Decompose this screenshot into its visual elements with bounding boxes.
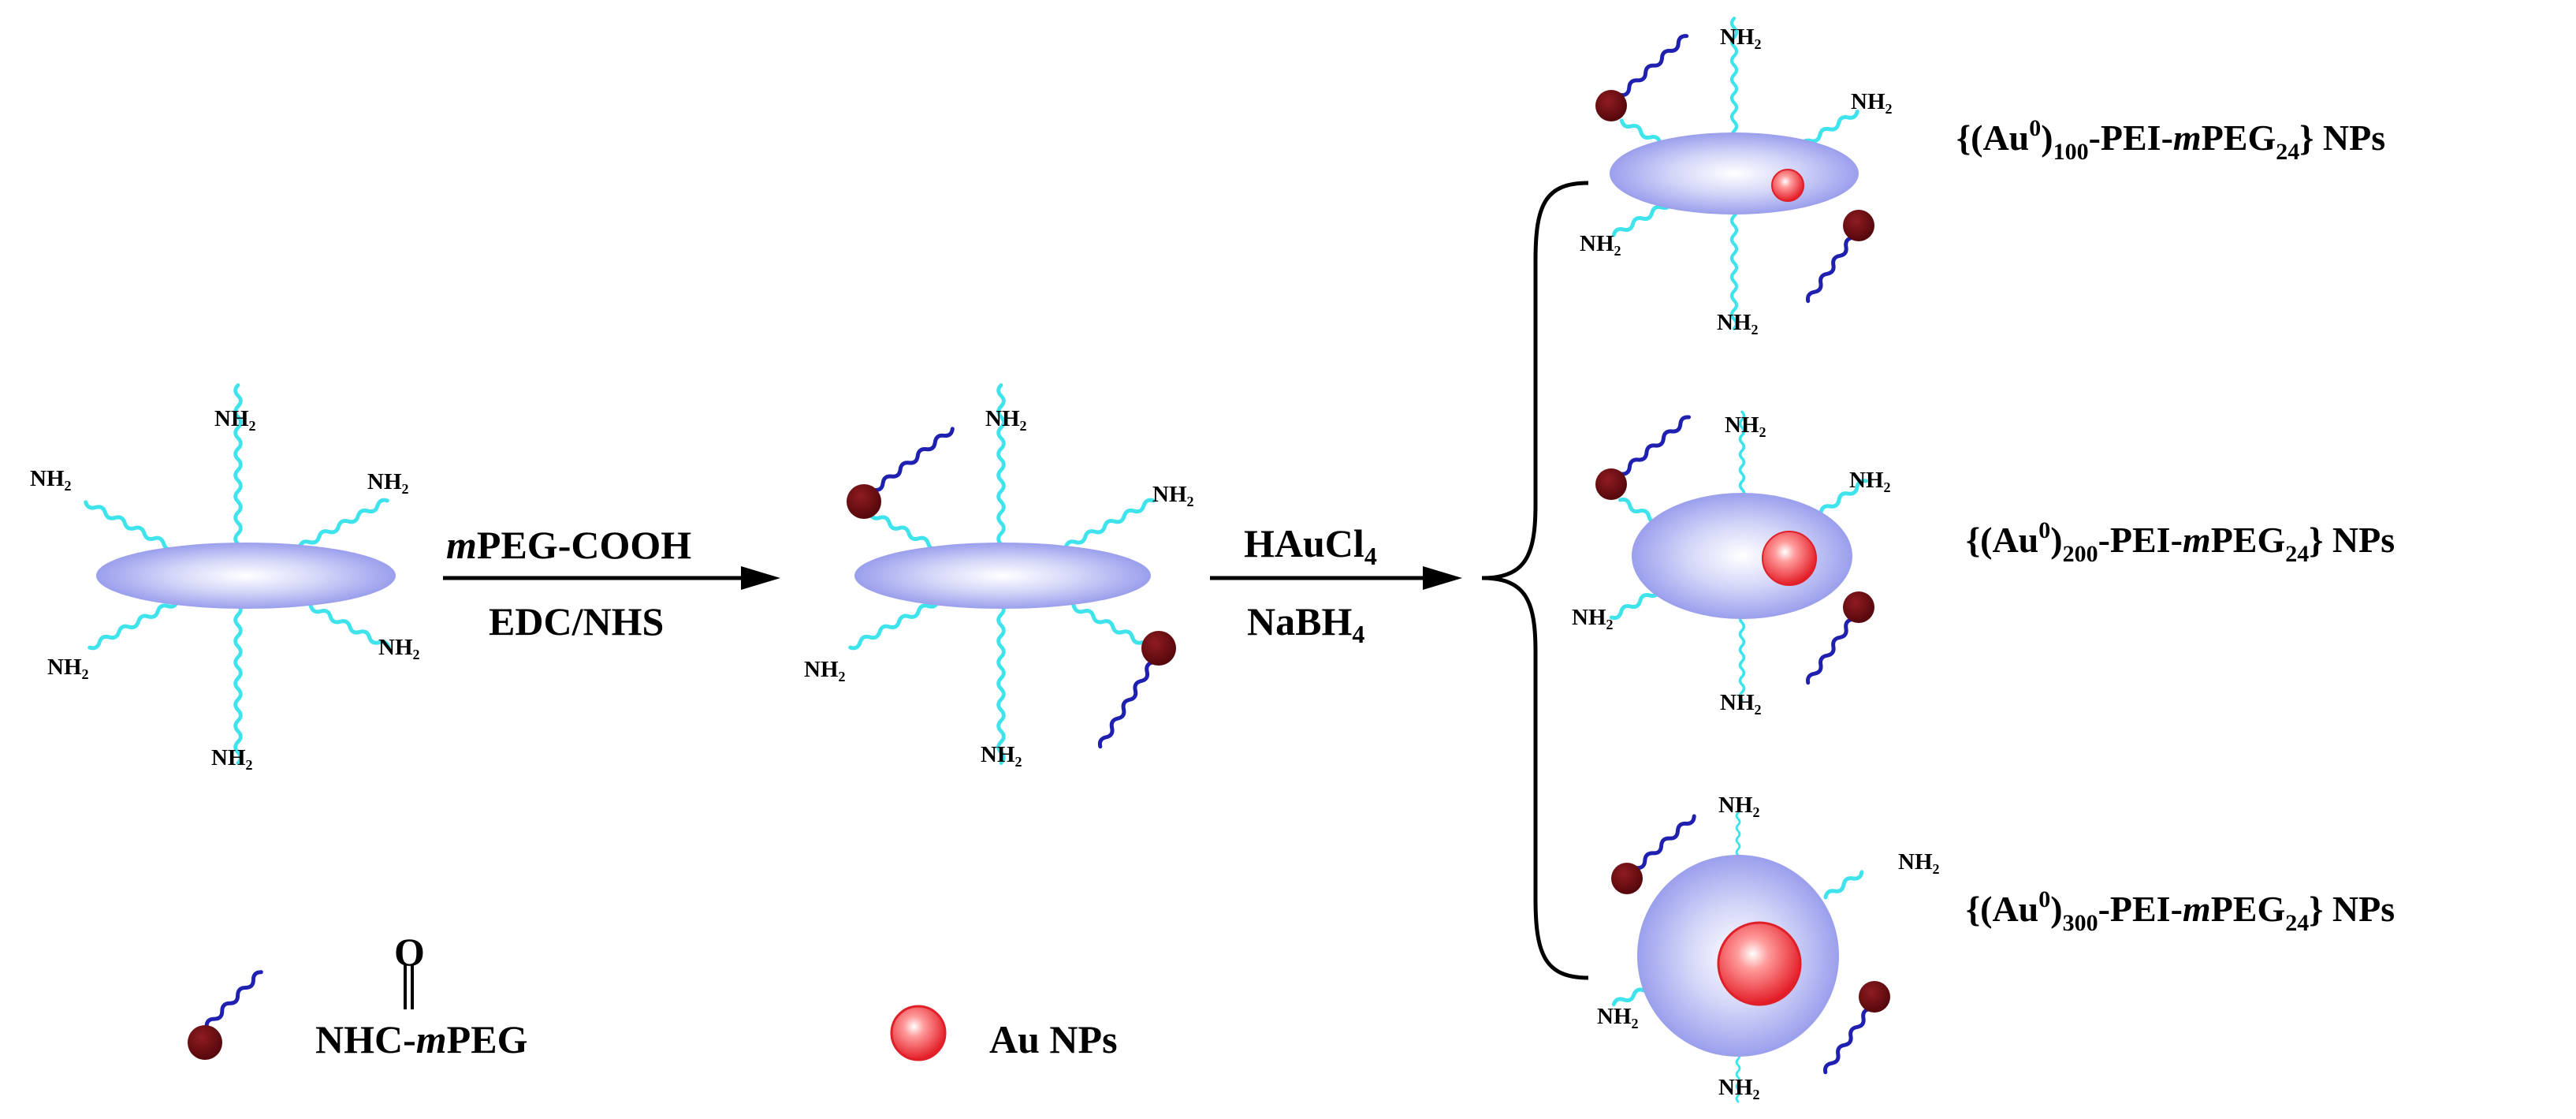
reaction-arrow-2: [1210, 566, 1462, 590]
pei-chain: [1609, 587, 1662, 621]
au-nanoparticle: [1717, 921, 1802, 1006]
pei-chain: [996, 382, 1006, 546]
pei-chain: [1729, 204, 1739, 330]
product-label-au300: {(Au0)300-PEI-mPEG24} NPs: [1966, 886, 2395, 936]
amine-label: NH2: [981, 742, 1022, 770]
reagent-nabh4: NaBH4: [1247, 599, 1364, 648]
pei-chain: [87, 599, 180, 651]
peg-bead: [1595, 90, 1627, 121]
product-label-au100: {(Au0)100-PEI-mPEG24} NPs: [1956, 115, 2385, 165]
pei-chain: [1063, 498, 1156, 550]
pei-core: [96, 543, 396, 609]
reaction-arrow-1: [443, 566, 780, 590]
pei-chain: [1618, 497, 1661, 525]
pei-chain: [1738, 606, 1746, 702]
peg-bead: [188, 1025, 222, 1060]
reagent-edc-nhs: EDC/NHS: [489, 599, 664, 643]
amine-label: NH2: [1152, 482, 1194, 509]
pei-chain: [1799, 109, 1859, 149]
pei-chain: [1738, 410, 1746, 506]
amine-label: NH2: [1851, 89, 1893, 117]
pei-chain: [848, 599, 940, 651]
product-label-au200: {(Au0)200-PEI-mPEG24} NPs: [1966, 517, 2395, 567]
reagent-mpeg-cooh: mPEG-COOH: [446, 523, 691, 567]
peg-chain: [1626, 814, 1696, 878]
amine-label: NH2: [1597, 1004, 1639, 1031]
peg-chain: [204, 970, 263, 1029]
legend-au-nps-label: Au NPs: [989, 1017, 1118, 1061]
peg-bead: [1859, 981, 1890, 1013]
pei-core: [854, 543, 1151, 609]
amine-label: NH2: [214, 406, 256, 434]
peg-bead: [1843, 591, 1874, 623]
peg-chain: [1823, 998, 1878, 1075]
peg-chain: [1097, 651, 1161, 749]
peg-chain: [1806, 226, 1861, 304]
peg-chain: [1610, 34, 1689, 105]
amine-label: NH2: [1717, 310, 1759, 338]
pei-chain: [233, 382, 243, 546]
amine-label: NH2: [1572, 605, 1614, 632]
amine-label: NH2: [985, 406, 1027, 434]
amine-label: NH2: [1849, 468, 1891, 495]
amine-label: NH2: [47, 655, 89, 682]
pei-chain: [299, 598, 391, 650]
amine-label: NH2: [1725, 412, 1766, 440]
pei-chain: [1818, 479, 1868, 515]
pei-chain: [1729, 17, 1739, 143]
peg-bead: [1843, 210, 1874, 241]
amine-label: NH2: [367, 469, 409, 497]
pei-core: [1610, 132, 1859, 214]
reagent-haucl4: HAuCl4: [1244, 521, 1377, 570]
pei-chain: [84, 500, 176, 552]
product-au300: [1611, 805, 1890, 1103]
au-nanoparticle: [1771, 169, 1804, 202]
peg-chain: [1806, 608, 1861, 685]
legend-peg-symbol: [188, 970, 263, 1060]
amine-label: NH2: [378, 635, 420, 662]
product-au200: [1595, 410, 1874, 702]
pei-chain: [1611, 200, 1673, 237]
amine-label: NH2: [1718, 793, 1760, 820]
peg-bead: [847, 484, 881, 519]
pei-chain: [297, 498, 389, 550]
peg-bead: [1141, 631, 1176, 666]
pei-chain: [996, 602, 1006, 766]
peg-chain: [863, 427, 955, 499]
amine-label: NH2: [1898, 849, 1940, 877]
amine-label: NH2: [1718, 1075, 1760, 1102]
amine-label: NH2: [804, 657, 846, 684]
pei-chain: [1062, 598, 1145, 645]
amine-label: NH2: [211, 745, 253, 773]
product-au100: [1595, 17, 1874, 330]
amine-label: NH2: [1720, 24, 1762, 52]
amine-label: NH2: [1580, 231, 1621, 259]
amine-label: NH2: [30, 466, 72, 494]
peg-chain: [1610, 415, 1692, 483]
pei-core: [1632, 493, 1852, 619]
pei-mpeg-nanoparticle: [847, 382, 1176, 766]
au-nanoparticle: [1762, 531, 1817, 586]
legend-au-symbol: [890, 1005, 947, 1061]
peg-bead: [1595, 468, 1627, 500]
pei-nanoparticle-plain: [84, 382, 396, 766]
branch-brace: [1481, 181, 1589, 980]
peg-bead: [1611, 863, 1643, 894]
pei-chain: [233, 602, 243, 766]
amine-labels: NH2 NH2 NH2 NH2 NH2 NH2 NH2 NH2 NH2 NH2 …: [30, 24, 1940, 1102]
pei-chain: [1823, 870, 1864, 900]
legend-carbonyl-o: O: [394, 930, 425, 974]
legend-nhc-mpeg: NHC-mPEG: [315, 1017, 527, 1061]
amine-label: NH2: [1720, 690, 1762, 718]
